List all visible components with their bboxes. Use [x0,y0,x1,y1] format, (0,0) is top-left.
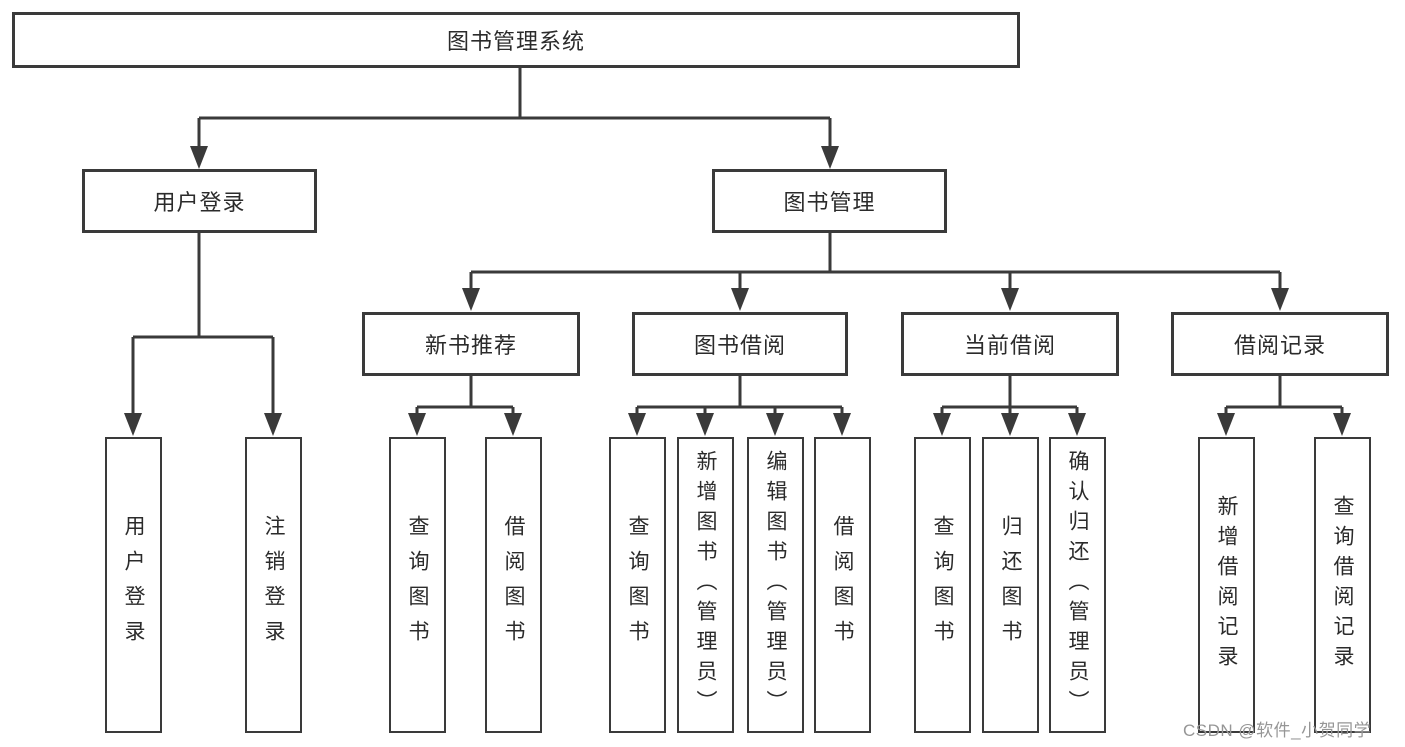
arrow-down-icon [933,413,951,436]
arrow-down-icon [1068,413,1086,436]
node-borrow-records-label: 借阅记录 [1233,333,1326,358]
arrow-down-icon [1271,288,1289,311]
leaf-user-login-label: 用户登录 [122,515,145,655]
leaf-recommend-borrow-books: 借阅图书 [485,437,542,733]
arrow-down-icon [190,146,208,169]
arrow-down-icon [462,288,480,311]
leaf-recommend-query-books-label: 查询图书 [406,515,429,655]
leaf-borrow-edit-books-admin-label: 编辑图书（管理员） [764,450,787,720]
arrow-down-icon [408,413,426,436]
arrow-down-icon [766,413,784,436]
node-book-management-label: 图书管理 [783,190,876,215]
leaf-recommend-borrow-books-label: 借阅图书 [502,515,525,655]
arrow-down-icon [504,413,522,436]
node-borrow-records: 借阅记录 [1171,312,1389,376]
leaf-logout-label: 注销登录 [262,515,285,655]
leaf-records-add-record-label: 新增借阅记录 [1215,495,1238,675]
arrow-down-icon [833,413,851,436]
leaf-records-query-record: 查询借阅记录 [1314,437,1371,733]
node-book-management: 图书管理 [712,169,947,233]
leaf-logout: 注销登录 [245,437,302,733]
node-library-system: 图书管理系统 [12,12,1020,68]
node-library-system-label: 图书管理系统 [446,29,585,54]
leaf-borrow-query-books: 查询图书 [609,437,666,733]
node-user-login-label: 用户登录 [153,190,246,215]
node-new-book-recommend-label: 新书推荐 [424,333,517,358]
leaf-recommend-query-books: 查询图书 [389,437,446,733]
arrow-down-icon [124,413,142,436]
arrow-down-icon [1217,413,1235,436]
arrowheads [124,146,1351,436]
arrow-down-icon [1001,413,1019,436]
leaf-current-query-books-label: 查询图书 [931,515,954,655]
node-book-borrow-label: 图书借阅 [693,333,786,358]
leaf-borrow-borrow-books: 借阅图书 [814,437,871,733]
arrow-down-icon [264,413,282,436]
csdn-watermark: CSDN @软件_小贺同学 [1183,721,1372,740]
leaf-current-return-books: 归还图书 [982,437,1039,733]
node-user-login: 用户登录 [82,169,317,233]
leaf-records-add-record: 新增借阅记录 [1198,437,1255,733]
leaf-borrow-add-books-admin-label: 新增图书（管理员） [694,450,717,720]
leaf-borrow-borrow-books-label: 借阅图书 [831,515,854,655]
arrow-down-icon [696,413,714,436]
node-new-book-recommend: 新书推荐 [362,312,580,376]
arrow-down-icon [731,288,749,311]
arrow-down-icon [1333,413,1351,436]
node-current-borrow: 当前借阅 [901,312,1119,376]
arrow-down-icon [628,413,646,436]
leaf-user-login: 用户登录 [105,437,162,733]
leaf-current-return-books-label: 归还图书 [999,515,1022,655]
leaf-current-query-books: 查询图书 [914,437,971,733]
arrow-down-icon [1001,288,1019,311]
leaf-current-confirm-return-admin: 确认归还（管理员） [1049,437,1106,733]
leaf-borrow-query-books-label: 查询图书 [626,515,649,655]
leaf-borrow-edit-books-admin: 编辑图书（管理员） [747,437,804,733]
node-current-borrow-label: 当前借阅 [963,333,1056,358]
node-book-borrow: 图书借阅 [632,312,848,376]
tree-connector-lines [131,68,1344,416]
leaf-borrow-add-books-admin: 新增图书（管理员） [677,437,734,733]
arrow-down-icon [821,146,839,169]
leaf-current-confirm-return-admin-label: 确认归还（管理员） [1066,450,1089,720]
leaf-records-query-record-label: 查询借阅记录 [1331,495,1354,675]
